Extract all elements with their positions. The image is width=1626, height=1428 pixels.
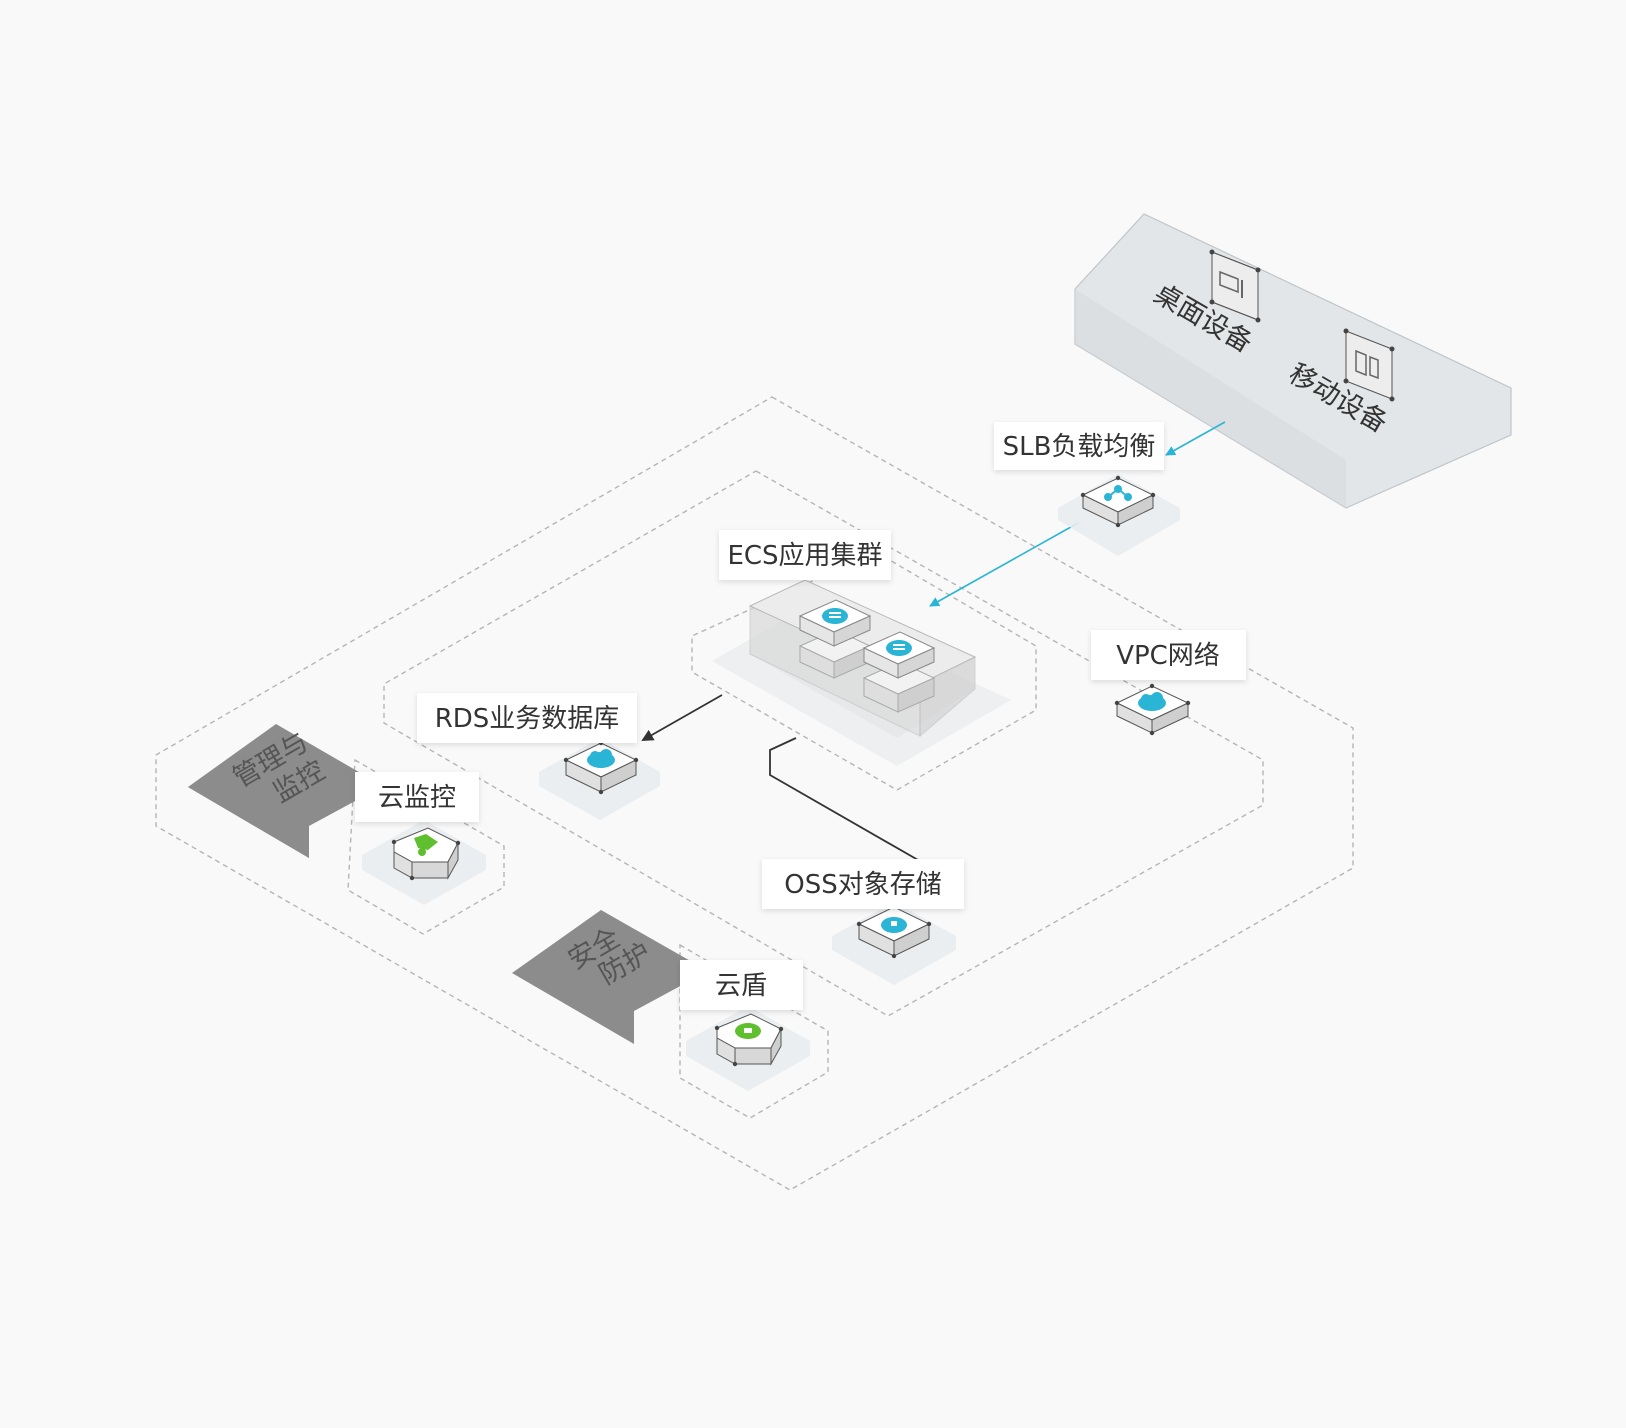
ecs-zone-boundary bbox=[691, 551, 1037, 791]
rds-label-card: RDS业务数据库 bbox=[417, 693, 637, 743]
arrow-slb-to-ecs bbox=[929, 522, 1079, 607]
vpc-label: VPC网络 bbox=[1116, 641, 1220, 671]
share-icon bbox=[1104, 485, 1132, 501]
client-platform bbox=[1074, 213, 1512, 509]
ecs-label-card: ECS应用集群 bbox=[719, 530, 891, 580]
ecs-label: ECS应用集群 bbox=[727, 541, 882, 571]
shield-icon bbox=[735, 1023, 761, 1039]
cloud-monitor-label-card: 云监控 bbox=[355, 772, 479, 822]
ecs-cloud-icon-1 bbox=[822, 608, 848, 624]
monitor-icon bbox=[414, 834, 438, 856]
storage-cloud-icon bbox=[881, 917, 907, 933]
arrow-clients-to-slb bbox=[1165, 421, 1226, 456]
mobile-icon bbox=[1355, 349, 1379, 380]
vpc-node[interactable] bbox=[1114, 683, 1191, 736]
oss-label: OSS对象存储 bbox=[784, 870, 941, 900]
cloud-monitor-node[interactable] bbox=[362, 820, 486, 905]
vpc-region-boundary bbox=[155, 396, 1354, 1191]
desktop-device bbox=[1209, 249, 1261, 323]
vpc-label-card: VPC网络 bbox=[1091, 630, 1246, 680]
database-cloud-icon bbox=[587, 749, 615, 768]
line-ecs-to-oss bbox=[769, 737, 926, 865]
rds-node[interactable] bbox=[539, 738, 660, 820]
cloud-shield-label: 云盾 bbox=[715, 971, 767, 1001]
management-zone-boundary bbox=[347, 758, 505, 935]
arrow-ecs-to-rds bbox=[641, 694, 723, 741]
desktop-icon bbox=[1219, 270, 1243, 298]
slb-label: SLB负载均衡 bbox=[1003, 432, 1156, 462]
vpc-cloud-icon bbox=[1138, 692, 1166, 711]
security-group-badge: 安全 防护 bbox=[512, 910, 708, 1044]
cloud-shield-label-card: 云盾 bbox=[680, 960, 803, 1010]
oss-label-card: OSS对象存储 bbox=[762, 859, 964, 909]
slb-label-card: SLB负载均衡 bbox=[994, 422, 1164, 470]
slb-node[interactable] bbox=[1058, 474, 1180, 556]
security-zone-boundary bbox=[679, 943, 829, 1119]
mobile-device bbox=[1343, 328, 1395, 402]
cloud-shield-node[interactable] bbox=[686, 1006, 810, 1091]
ecs-cloud-icon-2 bbox=[886, 640, 912, 656]
ecs-cluster bbox=[712, 579, 1011, 766]
cloud-monitor-label: 云监控 bbox=[378, 783, 456, 813]
rds-label: RDS业务数据库 bbox=[435, 704, 620, 734]
oss-node[interactable] bbox=[832, 902, 956, 985]
management-group-badge: 管理与 监控 bbox=[188, 724, 383, 858]
ecs-server-2 bbox=[862, 631, 936, 713]
